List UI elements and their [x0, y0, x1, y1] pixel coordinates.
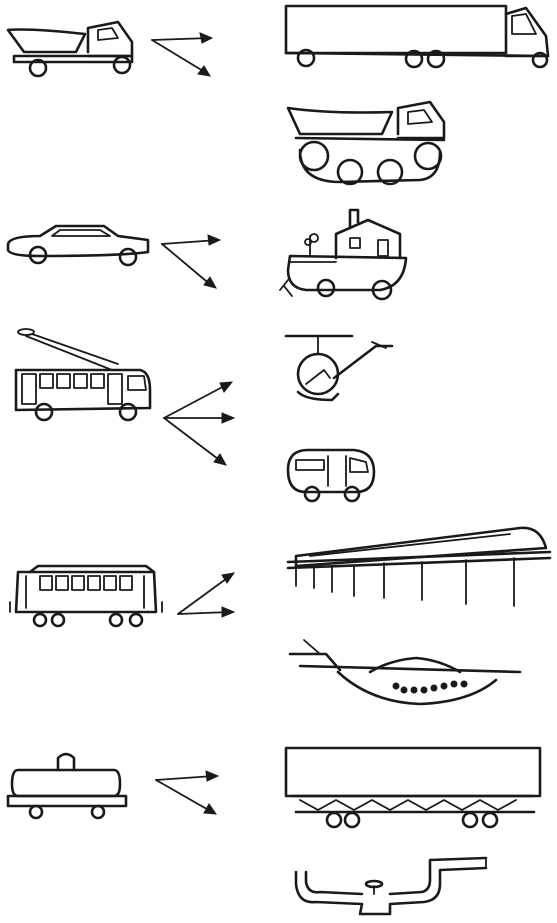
monorail-elevated-train-icon [286, 526, 552, 607]
passenger-car-icon [6, 224, 150, 267]
tram-car-icon [9, 564, 163, 628]
pipeline-with-valve-icon [294, 856, 488, 916]
helicopter-cab-icon [284, 334, 394, 402]
compact-round-bus-icon [286, 448, 376, 503]
dump-truck-icon [6, 20, 134, 78]
arrows-group-4 [177, 572, 236, 618]
arrows-group-5 [155, 770, 220, 815]
amphibious-house-boat-icon [279, 208, 408, 301]
arrows-group-2 [161, 234, 222, 289]
dump-truck-caterpillar-icon [286, 100, 446, 186]
hovercraft-vehicle-icon [288, 639, 522, 706]
box-freight-wagon-icon [284, 746, 542, 829]
rail-tank-car-icon [6, 752, 128, 820]
arrows-group-1 [151, 32, 214, 77]
arrows-group-3 [163, 381, 236, 466]
long-semi-trailer-truck-icon [284, 4, 550, 69]
trolleybus-icon [14, 328, 152, 422]
